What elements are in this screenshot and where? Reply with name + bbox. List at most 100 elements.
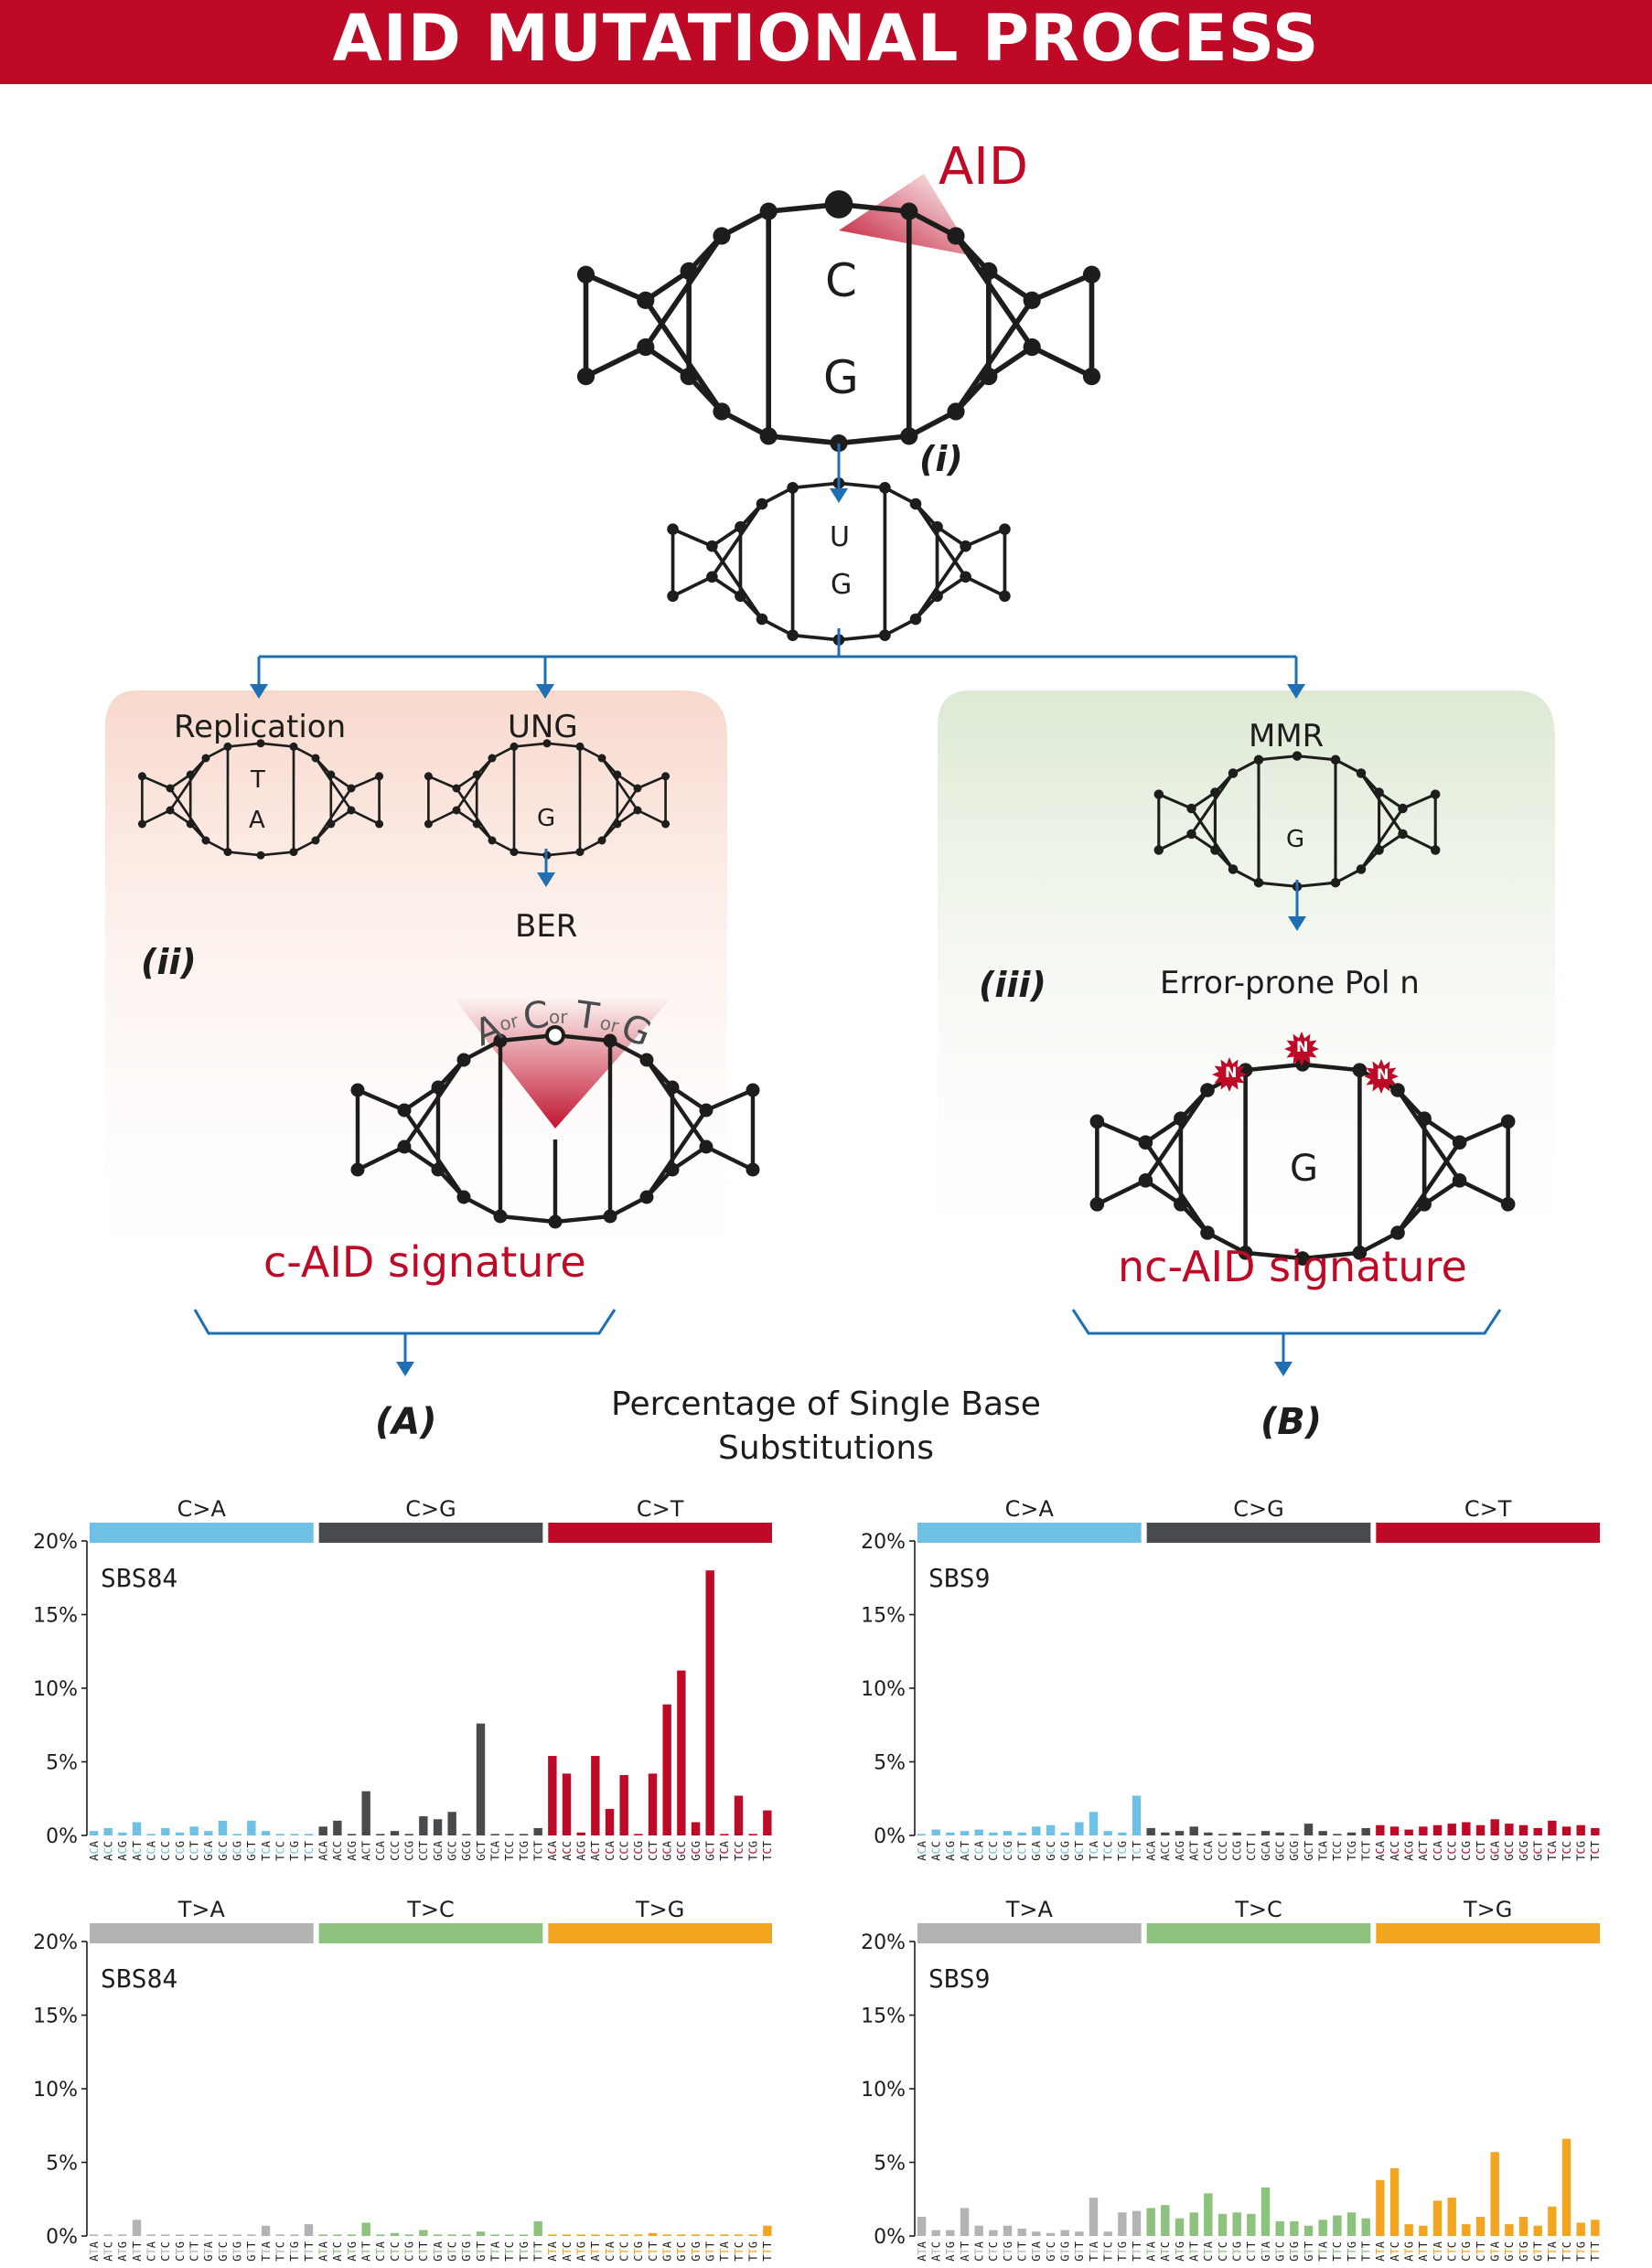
bar (175, 1832, 185, 1835)
x-tick-label: CCG (1002, 1841, 1014, 1861)
bar (1346, 1832, 1357, 1835)
bar (1419, 2225, 1428, 2236)
bar (1318, 2220, 1327, 2236)
bar (931, 2230, 940, 2236)
x-tick-label: CTT (1016, 2241, 1029, 2262)
x-tick-label: GCT (1303, 1841, 1315, 1861)
bar (1218, 1834, 1228, 1835)
bar (204, 2234, 213, 2236)
x-tick-label: TTC (1102, 2241, 1115, 2262)
bar (333, 2234, 342, 2236)
y-tick-label: 10% (33, 2079, 78, 2102)
x-tick-label: GTT (475, 2241, 488, 2262)
bar (1389, 1826, 1400, 1835)
bar (1475, 2217, 1486, 2236)
x-tick-label: TCG (1116, 1841, 1129, 1861)
x-tick-label: ACG (1403, 1841, 1416, 1861)
x-tick-label: CCG (1460, 1841, 1473, 1861)
bar (1561, 2138, 1572, 2236)
ung-ber-head (537, 872, 555, 887)
title-banner (0, 0, 1652, 84)
x-tick-label: ACA (1145, 1840, 1158, 1860)
group-label: T>A (1005, 1897, 1054, 1922)
bar (1290, 2220, 1299, 2236)
bar (419, 2230, 428, 2236)
x-tick-label: GTT (1532, 2241, 1545, 2262)
bar (705, 1570, 714, 1835)
bar (591, 2234, 600, 2236)
x-tick-label: CTA (374, 2241, 387, 2261)
bar (132, 2220, 142, 2236)
bar (1247, 1834, 1256, 1835)
base-g-label: G (823, 351, 859, 404)
x-tick-label: CTC (389, 2241, 402, 2262)
x-tick-label: CCG (632, 1841, 645, 1861)
bar (218, 1820, 228, 1835)
mmr-pol-head (1288, 916, 1306, 931)
x-tick-label: TCA (1546, 1840, 1559, 1860)
bar (734, 1795, 744, 1835)
group-label: C>T (1464, 1496, 1512, 1522)
n-badge-middle (1284, 1032, 1319, 1066)
bar (1089, 1812, 1099, 1835)
bar (1591, 2220, 1600, 2236)
n-badge-middle-text: N (1296, 1038, 1309, 1055)
x-tick-label: GCT (475, 1841, 488, 1861)
bar (1161, 2205, 1170, 2236)
x-tick-label: GTC (1274, 2241, 1287, 2262)
x-tick-label: GCA (661, 1840, 674, 1860)
bar (304, 2224, 314, 2236)
x-tick-label: TCT (761, 1841, 774, 1861)
group-label: T>G (635, 1897, 684, 1922)
bar (974, 2225, 983, 2236)
bar (476, 1723, 486, 1835)
x-tick-label: CTG (403, 2241, 416, 2262)
x-tick-label: TCT (532, 1841, 545, 1861)
x-tick-label: ACC (1389, 1841, 1401, 1861)
x-tick-label: ACA (916, 1840, 928, 1860)
x-tick-label: ATT (360, 2241, 373, 2262)
bar (390, 1831, 400, 1835)
x-tick-label: ACT (360, 1841, 373, 1861)
bar (519, 2234, 529, 2236)
group-strip (917, 1923, 1142, 1943)
branch-mid-head (536, 684, 554, 699)
bar (505, 1834, 514, 1835)
bar (1361, 1827, 1370, 1835)
x-tick-label: GCA (432, 1840, 445, 1860)
bar (1260, 1831, 1271, 1835)
x-tick-label: CCA (973, 1840, 986, 1860)
y-tick-label: 15% (33, 2006, 78, 2028)
bar (1462, 1822, 1471, 1835)
x-tick-label: CCT (1245, 1841, 1258, 1861)
bar (118, 2234, 127, 2236)
bar (1333, 2215, 1342, 2236)
bar (1518, 2217, 1529, 2236)
bar (419, 1816, 428, 1835)
bar (748, 1834, 757, 1835)
x-tick-label: ACA (546, 1840, 559, 1860)
x-tick-label: CCC (618, 1841, 631, 1861)
x-tick-label: GCT (245, 1841, 258, 1861)
x-tick-label: TCC (274, 1841, 287, 1861)
replication-bottom-base: A (249, 807, 265, 834)
bar (1490, 1819, 1499, 1835)
x-tick-label: ATA (1145, 2241, 1158, 2261)
bar (1247, 2213, 1256, 2236)
bar (261, 2225, 271, 2236)
x-tick-label: ACT (1188, 1841, 1201, 1861)
x-tick-label: ATG (1174, 2241, 1186, 2262)
bar (1103, 1831, 1112, 1835)
group-strip (548, 1523, 772, 1543)
bar (361, 1791, 370, 1835)
x-tick-label: GTA (1030, 2241, 1043, 2261)
x-tick-label: ACG (1174, 1841, 1186, 1861)
y-tick-label: 10% (861, 2079, 906, 2102)
bar (1475, 1824, 1486, 1835)
bar (175, 2234, 185, 2236)
bar (361, 2222, 370, 2236)
bar (161, 1827, 170, 1835)
final-base: G (1290, 1148, 1318, 1190)
x-tick-label: TCG (288, 1841, 301, 1861)
x-tick-label: GTG (231, 2241, 244, 2262)
